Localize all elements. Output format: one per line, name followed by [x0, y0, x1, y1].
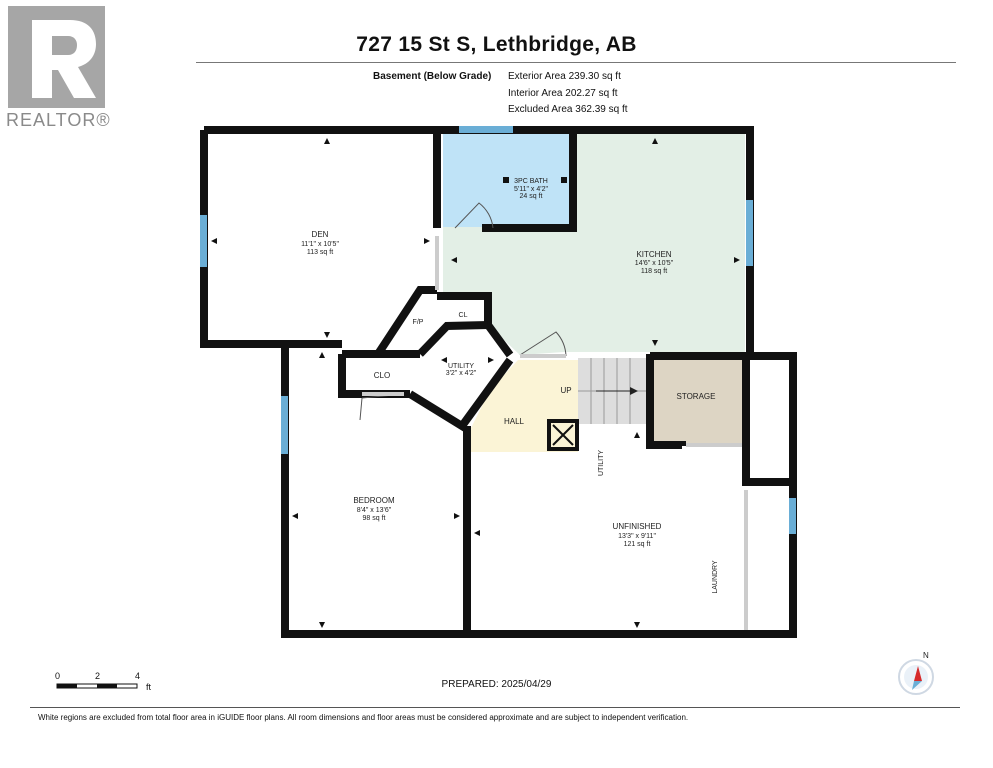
- storage-label: STORAGE: [677, 392, 716, 401]
- utility-box: [547, 419, 579, 451]
- windows: [200, 126, 796, 534]
- stairs-up-label: UP: [560, 386, 571, 395]
- stair-arrow: [596, 387, 638, 395]
- hall-fill: [470, 360, 578, 452]
- kitchen-area: 118 sq ft: [641, 268, 667, 275]
- kitchen-name: KITCHEN: [636, 250, 671, 259]
- utility-small-dims: 3'2" x 4'2": [446, 370, 477, 377]
- bath-area: 24 sq ft: [520, 193, 543, 200]
- den-name: DEN: [312, 230, 329, 239]
- kitchen-dims: 14'6" x 10'5": [635, 260, 674, 267]
- door-openings: [362, 236, 748, 630]
- hall-label: HALL: [504, 417, 525, 426]
- prepared-date: PREPARED: 2025/04/29: [441, 679, 552, 690]
- storage-fill: [654, 359, 744, 443]
- bath-fixture: [561, 177, 567, 183]
- exterior-area: Exterior Area 239.30 sq ft: [508, 71, 621, 82]
- scale-tick-0: 0: [55, 671, 61, 681]
- unfinished-name: UNFINISHED: [613, 522, 662, 531]
- kitchen-fill: [443, 134, 745, 355]
- compass-north-label: N: [923, 651, 929, 660]
- level-label: Basement (Below Grade): [373, 71, 492, 82]
- bedroom-dims: 8'4" x 13'6": [357, 507, 392, 514]
- unfinished-dims: 13'3" x 9'11": [618, 533, 656, 540]
- realtor-logo: [8, 6, 105, 108]
- bath-dims: 5'11" x 4'2": [514, 186, 548, 193]
- bath-fixture: [503, 177, 509, 183]
- unfinished-area: 121 sq ft: [624, 541, 651, 548]
- clo-label: CLO: [374, 371, 390, 380]
- header-divider: [196, 62, 956, 63]
- cl-label: CL: [459, 312, 468, 319]
- laundry-label: LAUNDRY: [712, 560, 719, 594]
- compass-icon: [898, 659, 934, 695]
- den-area: 113 sq ft: [307, 249, 333, 256]
- bedroom-name: BEDROOM: [353, 496, 395, 505]
- scale-tick-4: 4: [135, 671, 141, 681]
- interior-area: Interior Area 202.27 sq ft: [508, 88, 618, 99]
- scale-unit: ft: [146, 682, 152, 692]
- utility-small-name: UTILITY: [448, 363, 474, 370]
- disclaimer-text: White regions are excluded from total fl…: [38, 713, 689, 722]
- utility-label: UTILITY: [598, 450, 605, 476]
- den-dims: 11'1" x 10'5": [301, 241, 339, 248]
- direction-markers: [211, 138, 740, 628]
- walls: [200, 126, 797, 638]
- scale-tick-2: 2: [95, 671, 101, 681]
- realtor-logo-text: REALTOR®: [6, 110, 111, 130]
- footer-divider: [30, 707, 960, 708]
- scale-bar: [56, 683, 138, 689]
- bedroom-area: 98 sq ft: [363, 515, 386, 522]
- excluded-area: Excluded Area 362.39 sq ft: [508, 104, 628, 115]
- bath-name: 3PC BATH: [514, 178, 548, 185]
- property-address-title: 727 15 St S, Lethbridge, AB: [356, 33, 637, 56]
- fp-label: F/P: [413, 319, 424, 326]
